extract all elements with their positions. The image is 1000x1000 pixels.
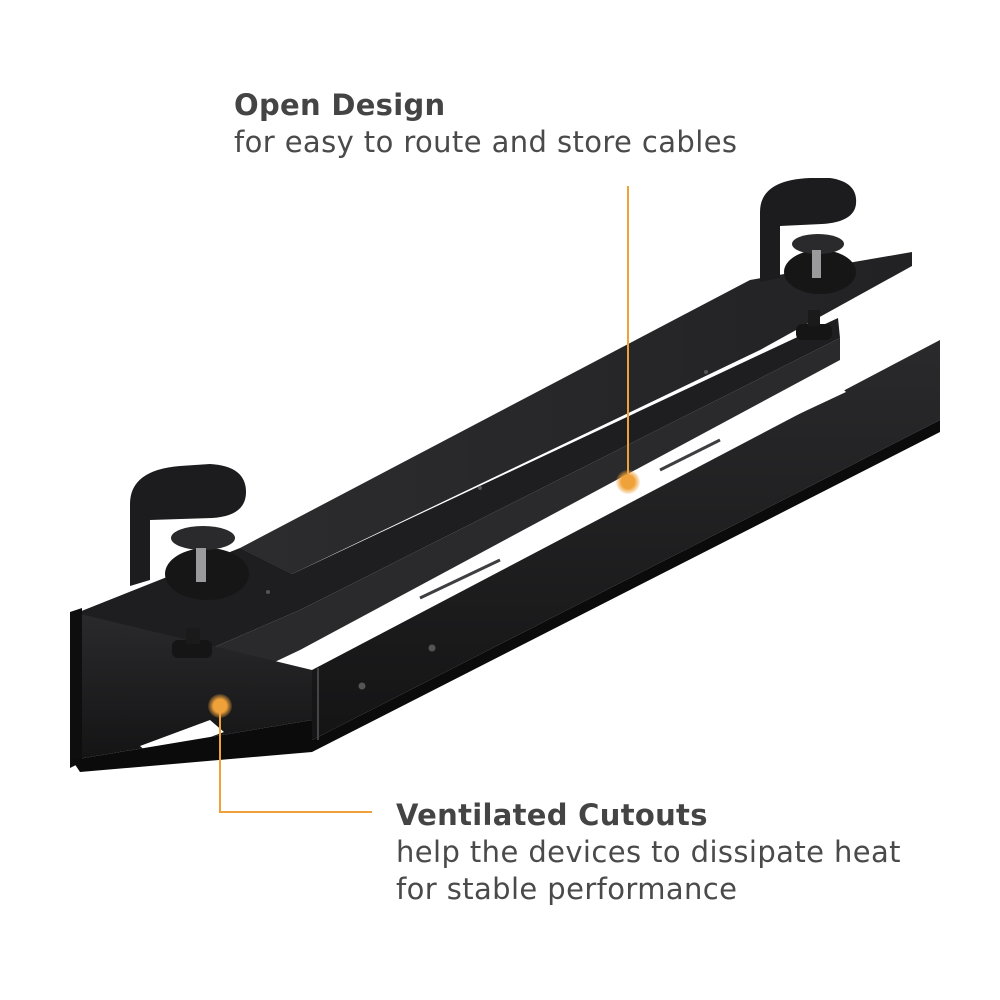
callout-open-design: Open Design for easy to route and store … [234, 86, 737, 161]
marker-dot-open-design [616, 470, 640, 494]
callout-leaders [208, 186, 640, 813]
vent-cutout-right [772, 382, 846, 422]
leader-line-ventilated [219, 706, 372, 813]
cable-tray [70, 252, 940, 772]
callout-title: Open Design [234, 88, 446, 122]
callout-description: for easy to route and store cables [234, 125, 738, 159]
callout-title: Ventilated Cutouts [396, 798, 708, 832]
callout-ventilated-cutouts: Ventilated Cutouts help the devices to d… [396, 796, 901, 908]
desk-clamp-left [130, 464, 249, 658]
desk-clamp-right [760, 178, 857, 340]
callout-description-line-1: help the devices to dissipate heat [396, 835, 901, 869]
marker-dot-ventilated [208, 694, 232, 718]
callout-description-line-2: for stable performance [396, 872, 738, 906]
